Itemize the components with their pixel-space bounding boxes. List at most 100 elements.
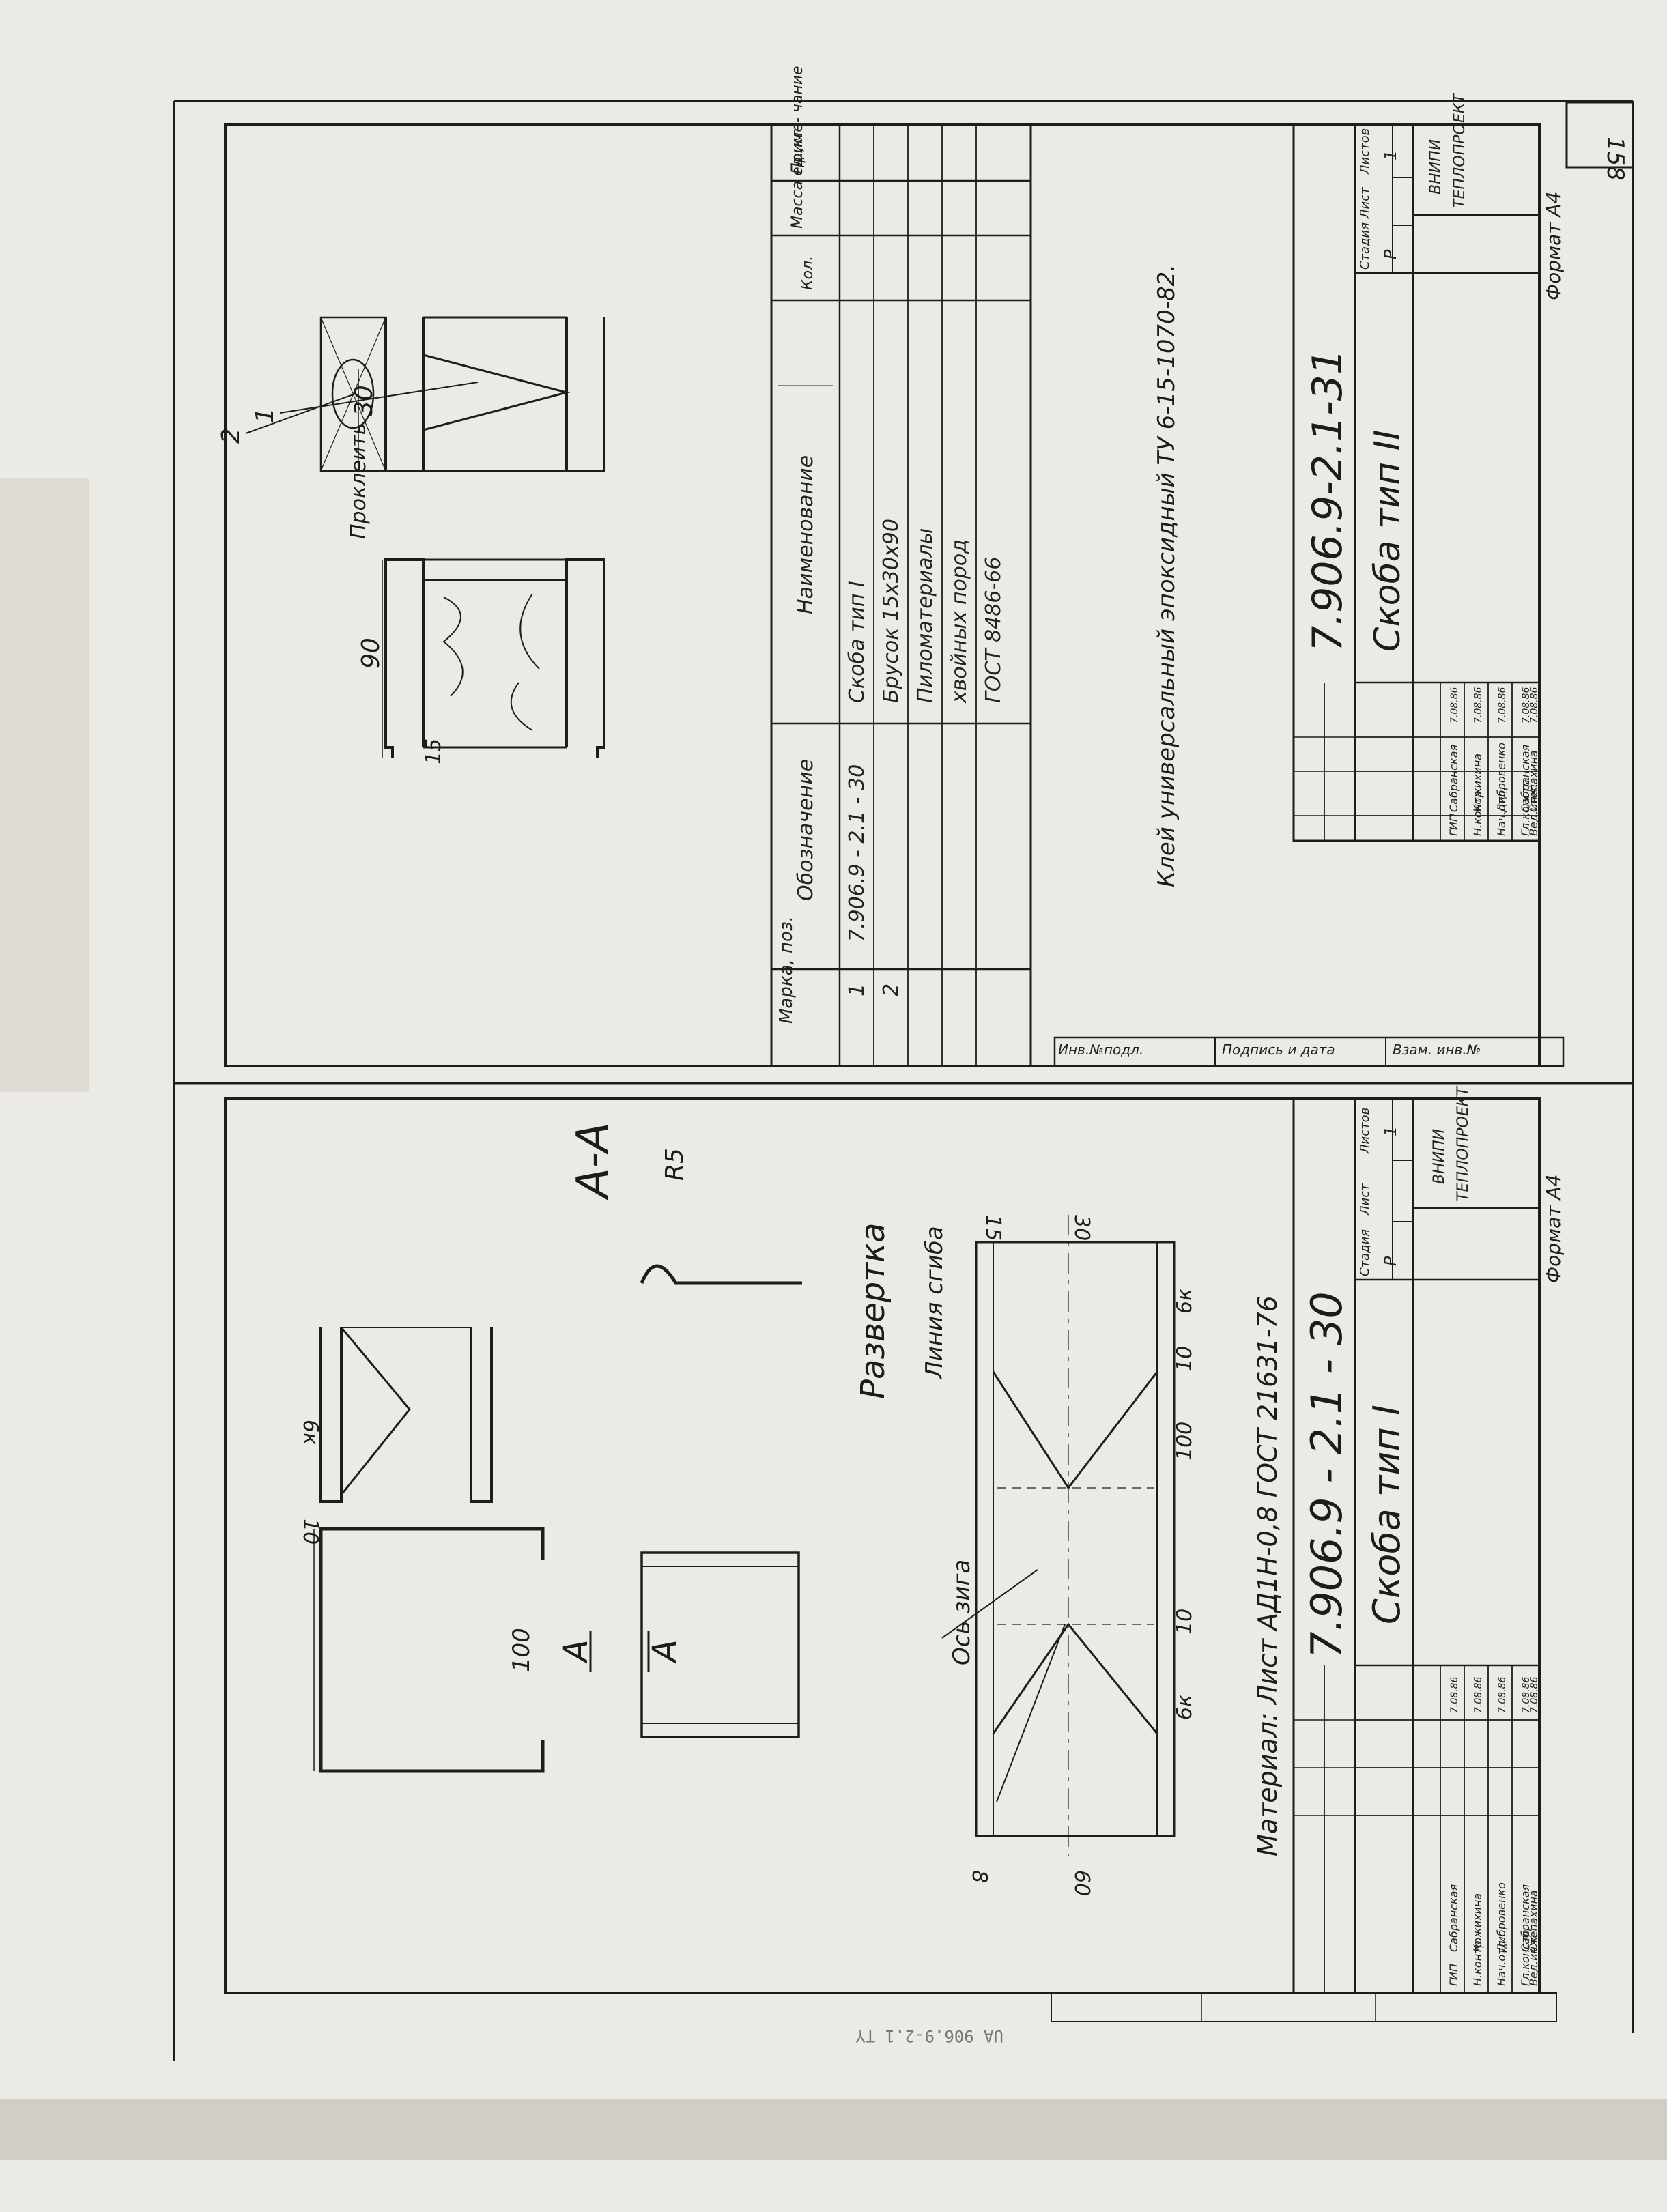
right-stage-h: Стадия: [1358, 222, 1372, 270]
svg-text:7.08.86: 7.08.86: [1473, 1676, 1484, 1713]
svg-text:ГИП: ГИП: [1447, 814, 1460, 836]
svg-text:Сабранская: Сабранская: [1447, 744, 1460, 812]
svg-text:Сабранская: Сабранская: [1519, 1884, 1532, 1952]
row1-name: Скоба тип I: [845, 581, 869, 703]
strip-inv: Инв.№подл.: [1058, 1042, 1143, 1058]
row2-name: Брусок 15х30х90: [879, 519, 903, 703]
svg-text:Степахина: Степахина: [1527, 750, 1540, 812]
svg-text:7.08.86: 7.08.86: [1497, 687, 1508, 723]
scan-edge-shadow: [0, 2099, 1667, 2160]
th-pos: Марка, поз.: [776, 916, 797, 1024]
row1-pos: 1: [845, 983, 869, 996]
svg-text:Дибровенко: Дибровенко: [1495, 1882, 1508, 1953]
bend-line-label: Линия сгиба: [921, 1226, 948, 1380]
svg-text:Нач.отд.: Нач.отд.: [1495, 787, 1508, 836]
svg-text:7.08.86: 7.08.86: [1529, 687, 1540, 723]
th-code: Обозначение: [794, 759, 818, 901]
row1-code: 7.906.9 - 2.1 - 30: [845, 764, 869, 942]
cut-marker-a2: А: [646, 1639, 684, 1664]
bottom-stamp: UA 906.9-2.1 TY: [855, 2026, 1003, 2045]
development-view: [941, 1215, 1176, 1856]
th-note: Приме- чание: [789, 66, 806, 174]
svg-text:Гл.констр.: Гл.констр.: [1519, 777, 1532, 837]
svg-text:Н.контр.: Н.контр.: [1471, 1937, 1484, 1986]
row5-name: ГОСТ 8486-66: [982, 557, 1006, 703]
left-side-strip: [1051, 1992, 1557, 2022]
row3-name: Пиломатериалы: [913, 528, 937, 703]
right-title-block: [1292, 123, 1541, 842]
right-org2: ТЕПЛОПРОЕКТ: [1451, 93, 1468, 208]
svg-text:Кожихина: Кожихина: [1471, 1893, 1484, 1952]
right-sheets-h: Листов: [1358, 128, 1372, 175]
bracket-type-i-drawing: [313, 1215, 1176, 1856]
svg-text:7.08.86: 7.08.86: [1529, 1676, 1540, 1713]
dim-100-top: 100: [508, 1628, 535, 1672]
radius-label: R5: [661, 1148, 689, 1181]
svg-text:7.08.86: 7.08.86: [1521, 1676, 1532, 1713]
left-stage-v: Р: [1381, 1256, 1400, 1266]
left-sheets-v: 1: [1381, 1126, 1400, 1136]
outer-frame: [173, 100, 1634, 2061]
fold-axis-label: Ось зига: [948, 1560, 975, 1665]
dim-6k-top: 6к: [298, 1420, 322, 1445]
left-sheet-h: Лист: [1358, 1183, 1372, 1216]
right-dim-90: 90: [357, 637, 385, 669]
dim-10-top: 10: [298, 1519, 322, 1545]
svg-text:7.08.86: 7.08.86: [1473, 687, 1484, 723]
right-dim-30: 30: [350, 385, 378, 416]
dim-10-b: 10: [1173, 1609, 1197, 1635]
callout-1: 1: [251, 407, 279, 423]
svg-text:Н.контр.: Н.контр.: [1471, 787, 1484, 836]
right-sheet-h: Лист: [1358, 187, 1372, 219]
dim-100: 100: [1173, 1422, 1197, 1461]
dim-6k-a: 6к: [1173, 1289, 1197, 1314]
dim-60: 60: [1070, 1870, 1094, 1896]
left-signers: ГИП Сабранская 7.08.86 Н.контр. Кожихина…: [1447, 1676, 1540, 1986]
svg-text:7.08.86: 7.08.86: [1449, 1676, 1460, 1713]
right-part-name: Скоба тип II: [1367, 430, 1408, 652]
right-side-strip: [1053, 1036, 1565, 1067]
th-qty: Кол.: [799, 256, 816, 290]
dim-15: 15: [981, 1215, 1005, 1241]
svg-text:ГИП: ГИП: [1447, 1964, 1460, 1986]
left-stage-h: Стадия: [1358, 1229, 1372, 1276]
bracket-type-ii-drawing: [245, 316, 833, 758]
svg-text:Дибровенко: Дибровенко: [1495, 743, 1508, 813]
page-number-box: [1565, 101, 1634, 169]
left-format: Формат А4: [1542, 1175, 1565, 1283]
section-label-aa: А-А: [568, 1122, 618, 1201]
strip-replace: Взам. инв.№: [1393, 1042, 1481, 1058]
svg-text:7.08.86: 7.08.86: [1521, 687, 1532, 723]
svg-text:Сабранская: Сабранская: [1519, 744, 1532, 812]
left-org1: ВНИПИ: [1431, 1129, 1448, 1184]
material-note: Материал: Лист АД1Н-0,8 ГОСТ 21631-76: [1253, 1295, 1283, 1856]
right-format: Формат А4: [1542, 192, 1565, 300]
svg-text:7.08.86: 7.08.86: [1449, 687, 1460, 723]
right-signers: ГИП Сабранская 7.08.86 Н.контр. Кожихина…: [1447, 687, 1540, 836]
svg-text:Степахина: Степахина: [1527, 1890, 1540, 1952]
dim-30: 30: [1070, 1215, 1094, 1241]
dim-6k-b: 6к: [1173, 1695, 1197, 1720]
left-org2: ТЕПЛОПРОЕКТ: [1455, 1086, 1472, 1201]
left-sheets-h: Листов: [1358, 1108, 1372, 1154]
callout-2: 2: [217, 428, 245, 444]
right-dim-15: 15: [422, 738, 446, 764]
th-name: Наименование: [794, 455, 818, 614]
right-stage-v: Р: [1381, 249, 1400, 259]
dim-8: 8: [967, 1870, 991, 1883]
unfold-title: Развертка: [854, 1222, 892, 1399]
left-doc-code: 7.906.9 - 2.1 - 30: [1302, 1291, 1352, 1658]
svg-text:Гл.констр.: Гл.констр.: [1519, 1927, 1532, 1987]
left-part-name: Скоба тип I: [1365, 1405, 1408, 1624]
svg-text:7.08.86: 7.08.86: [1497, 1676, 1508, 1713]
page-number: 158: [1601, 137, 1629, 181]
dim-10-a: 10: [1173, 1346, 1197, 1372]
right-weld-label: Проклеить: [347, 423, 371, 539]
row4-name: хвойных пород: [948, 539, 971, 704]
right-doc-code: 7.906.9-2.1-31: [1304, 349, 1352, 652]
th-mass: Масса ед.,кг: [789, 130, 806, 229]
scan-left-shadow: [0, 478, 89, 1092]
